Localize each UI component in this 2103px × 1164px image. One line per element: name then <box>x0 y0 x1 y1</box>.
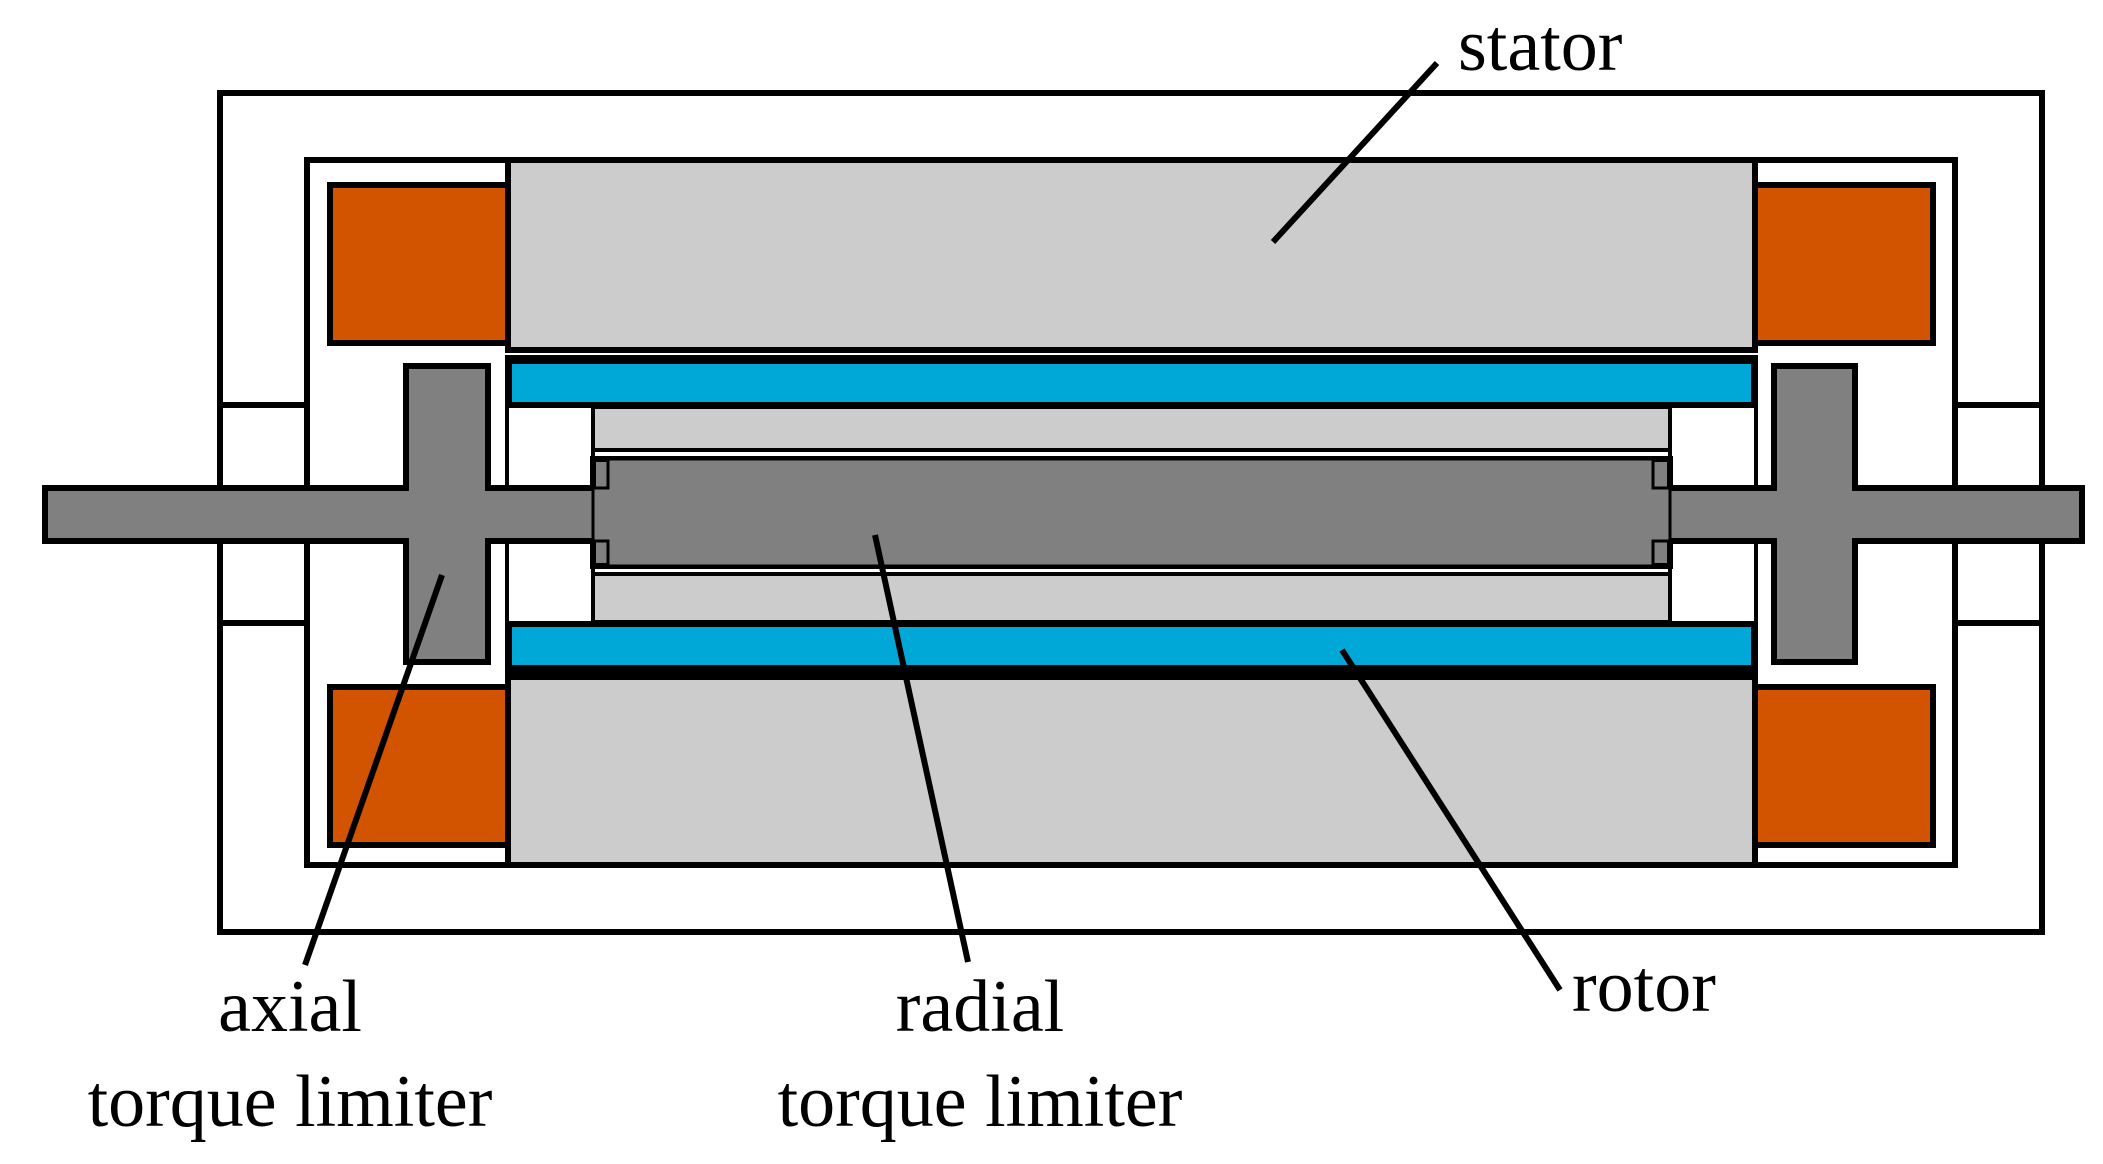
magnet-bottom <box>506 621 1757 671</box>
winding-bottom-left <box>327 684 511 848</box>
winding-top-right <box>1752 182 1936 346</box>
radial-torque-limiter-label-line1: radial <box>896 966 1064 1048</box>
stator-leader-line <box>1270 60 1440 245</box>
magnet-top <box>506 358 1757 408</box>
axial-limiter-leader-line <box>302 574 445 966</box>
radial-limiter-leader-line <box>872 534 971 963</box>
stator-core-bottom <box>505 674 1758 868</box>
radial-torque-limiter-body <box>591 457 1672 568</box>
winding-bottom-right <box>1752 684 1936 848</box>
stator-label: stator <box>1458 5 1622 87</box>
axial-torque-limiter-label-line1: axial <box>218 966 362 1048</box>
winding-top-left <box>327 182 511 346</box>
axial-torque-limiter-label-line2: torque limiter <box>88 1061 493 1143</box>
rotor-label: rotor <box>1572 946 1716 1028</box>
stator-core-top <box>505 157 1758 353</box>
radial-torque-limiter-label-line2: torque limiter <box>778 1061 1183 1143</box>
rotor-leader-line <box>1339 648 1563 992</box>
